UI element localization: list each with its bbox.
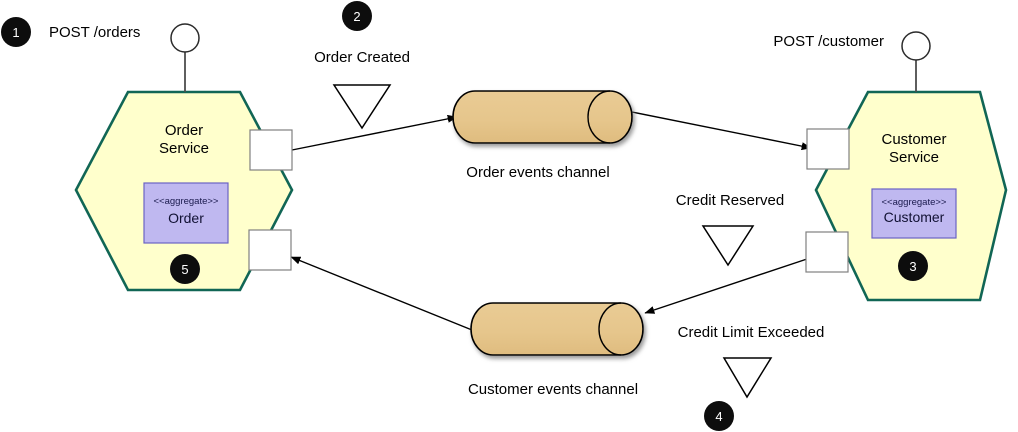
customer-events-channel-label: Customer events channel	[468, 381, 638, 398]
order-service-node[interactable]: Order Service <<aggregate>> Order 5	[74, 23, 294, 292]
event-order-created: Order Created	[314, 49, 410, 130]
customer-service-node[interactable]: Customer Service <<aggregate>> Customer …	[805, 31, 1008, 302]
badge-circle	[704, 401, 734, 431]
customer-events-channel-cap	[598, 302, 622, 356]
badge-label: 2	[353, 9, 360, 24]
order-aggregate-name: Order	[168, 210, 204, 226]
event-credit-reserved: Credit Reserved	[676, 192, 784, 267]
badge-circle	[898, 251, 928, 281]
badge-circle	[1, 17, 31, 47]
customer-service-title-line1: Customer	[881, 131, 946, 148]
connector-customer-channel-to-order-port	[290, 256, 473, 331]
badge-label: 1	[12, 25, 19, 40]
lollipop-circle[interactable]	[901, 31, 931, 61]
order-events-channel-node[interactable]	[452, 90, 633, 144]
lollipop-circle[interactable]	[170, 23, 200, 53]
badge-label: 5	[181, 262, 188, 277]
event-credit-reserved-label: Credit Reserved	[676, 192, 784, 209]
customer-service-interface-lollipop[interactable]	[901, 31, 931, 92]
customer-service-interface-label: POST /customer	[773, 33, 884, 50]
order-service-interface-label: POST /orders	[49, 24, 140, 41]
badge-label: 4	[715, 409, 722, 424]
order-service-interface-lollipop[interactable]	[170, 23, 200, 92]
customer-aggregate-stereotype: <<aggregate>>	[882, 197, 947, 208]
connector-group	[290, 111, 812, 331]
customer-service-outbound-port[interactable]	[805, 231, 849, 273]
order-aggregate-box[interactable]: <<aggregate>> Order	[143, 182, 229, 244]
event-triangle-icon	[332, 84, 392, 130]
order-service-title-line2: Service	[159, 140, 209, 157]
order-events-channel-cap	[587, 90, 611, 144]
badge-order-service-step: 5	[170, 254, 200, 284]
order-service-inbound-port[interactable]	[248, 229, 292, 271]
customer-aggregate-box[interactable]: <<aggregate>> Customer	[871, 188, 957, 239]
customer-events-channel-node[interactable]	[470, 302, 644, 356]
order-events-channel-body[interactable]	[452, 90, 633, 144]
badge-circle	[170, 254, 200, 284]
event-triangle-icon	[722, 357, 773, 399]
order-events-channel-label: Order events channel	[466, 164, 609, 181]
connector-customer-port-to-customer-channel	[644, 258, 808, 314]
order-service-title-line1: Order	[165, 122, 203, 139]
customer-aggregate-name: Customer	[884, 209, 945, 225]
order-service-outbound-port[interactable]	[249, 129, 293, 171]
customer-service-title-line2: Service	[889, 149, 939, 166]
badge-post-orders-step: 1	[1, 17, 31, 47]
customer-service-inbound-port[interactable]	[806, 128, 850, 170]
connector-order-channel-to-customer-port	[631, 111, 812, 151]
event-order-created-label: Order Created	[314, 49, 410, 66]
event-credit-limit-exceeded: Credit Limit Exceeded	[678, 324, 825, 399]
event-credit-limit-exceeded-label: Credit Limit Exceeded	[678, 324, 825, 341]
badge-customer-service-step: 3	[898, 251, 928, 281]
order-aggregate-stereotype: <<aggregate>>	[154, 196, 219, 207]
badge-order-created-step: 2	[342, 1, 372, 31]
badge-circle	[342, 1, 372, 31]
event-triangle-icon	[701, 225, 755, 267]
badge-label: 3	[909, 259, 916, 274]
customer-aggregate-rect[interactable]	[871, 188, 957, 239]
badge-credit-limit-exceeded-step: 4	[704, 401, 734, 431]
order-aggregate-rect[interactable]	[143, 182, 229, 244]
connector-order-port-to-order-channel	[291, 114, 458, 151]
customer-events-channel-body[interactable]	[470, 302, 644, 356]
